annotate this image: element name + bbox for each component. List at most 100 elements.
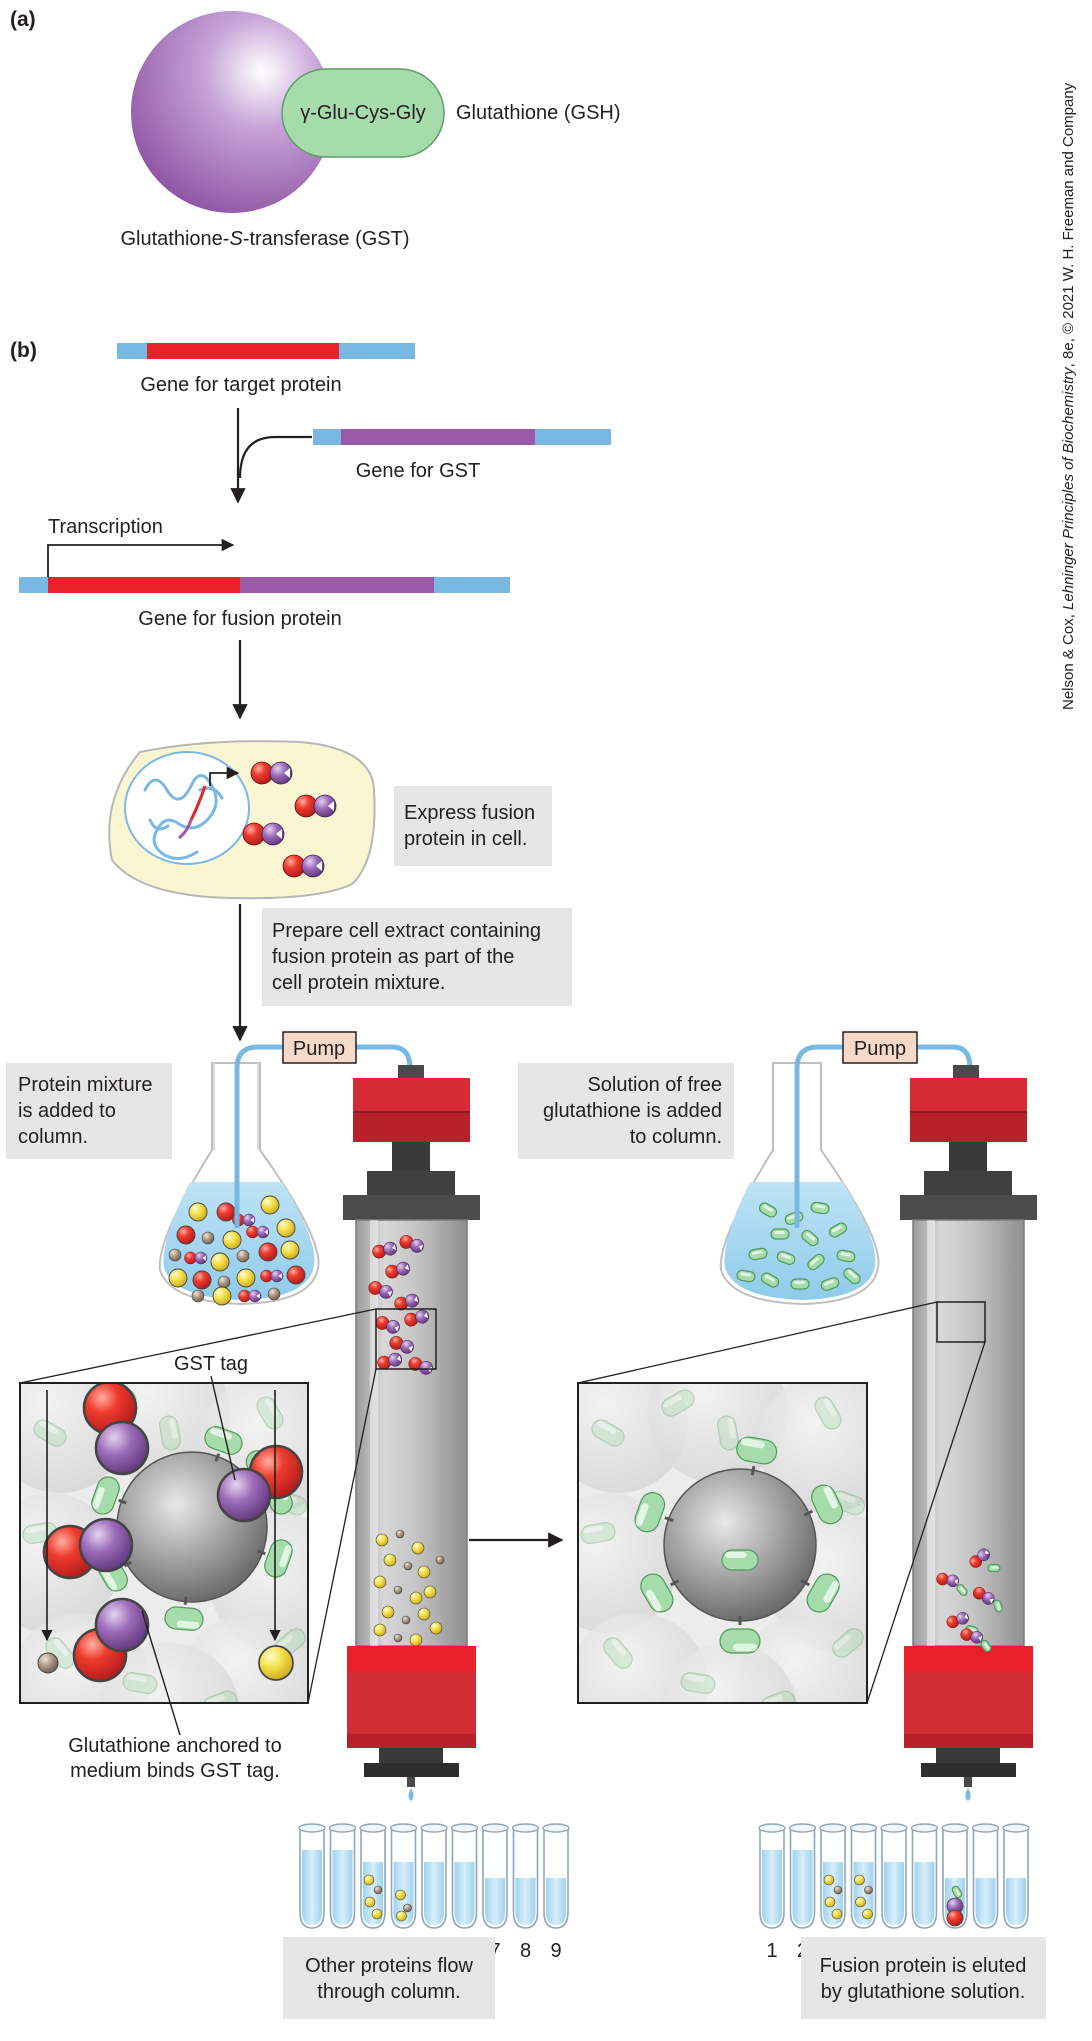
free-glutathione	[760, 1272, 780, 1288]
yellow-protein	[373, 1623, 387, 1637]
yellow-protein	[854, 1874, 865, 1886]
eluting-fusion-protein	[936, 1572, 960, 1588]
cell-illustration	[108, 740, 376, 900]
eluting-fusion-protein	[969, 1548, 991, 1568]
yellow-protein	[168, 1268, 188, 1288]
tan-protein	[267, 1287, 281, 1301]
right-pump-box	[842, 1031, 918, 1064]
tube-number-label: 8	[520, 1940, 531, 1962]
bound-fusion-protein	[404, 1309, 430, 1327]
gst-domain	[78, 1517, 134, 1573]
yellow-protein	[222, 1230, 242, 1250]
anchored-glutathione	[91, 1476, 120, 1515]
background-glutathione	[680, 1672, 716, 1694]
background-glutathione	[832, 1628, 864, 1658]
tan-protein	[393, 1633, 403, 1643]
free-glutathione	[770, 1228, 790, 1240]
yellow-protein	[371, 1908, 383, 1920]
background-bead	[100, 1643, 240, 1703]
test-tube	[758, 1823, 786, 1929]
prepare-label-line1: Prepare cell extract containing	[272, 920, 541, 942]
test-tube	[1002, 1823, 1030, 1929]
background-glutathione	[580, 1522, 616, 1544]
yellow-protein	[276, 1218, 296, 1238]
tan-protein	[864, 1885, 873, 1895]
tan-protein	[833, 1885, 843, 1895]
transcription-label: Transcription	[48, 516, 163, 538]
yellow-protein	[363, 1874, 375, 1886]
transcription-start-arrow	[47, 538, 235, 583]
anchored-glutathione	[736, 1436, 778, 1465]
free-glutathione	[951, 1885, 963, 1899]
gst-name-label: Glutathione-S-transferase (GST)	[120, 228, 409, 250]
bound-fusion-protein	[385, 1261, 411, 1279]
bound-fusion-protein	[399, 1235, 424, 1253]
free-glutathione	[807, 1253, 825, 1271]
yellow-protein	[823, 1874, 835, 1886]
merge-curve	[238, 435, 312, 479]
red-protein	[176, 1225, 196, 1245]
cell-fusion-proteins	[242, 761, 337, 878]
tan-protein	[403, 1561, 413, 1571]
flow-label-line2: through column.	[317, 1981, 460, 2003]
left-zoom-inset	[19, 1382, 309, 1704]
yellow-protein	[395, 1889, 406, 1901]
red-protein	[192, 1270, 212, 1290]
resin-bead	[663, 1468, 817, 1622]
background-bead	[658, 1643, 798, 1703]
right-zoom-window	[936, 1301, 986, 1343]
yellow-protein	[373, 1575, 387, 1589]
yellow-protein	[423, 1585, 437, 1599]
eluted-label-line2: by glutathione solution.	[821, 1981, 1026, 2003]
eluted-label-box	[801, 1937, 1046, 2019]
right-pump-label: Pump	[854, 1038, 906, 1060]
fusion-protein	[238, 1289, 262, 1303]
tan-protein	[168, 1248, 182, 1262]
background-glutathione	[33, 1419, 67, 1447]
tan-protein	[236, 1249, 250, 1263]
right-fraction-tubes: 123456789	[758, 1823, 1030, 1962]
yellow-protein	[417, 1607, 431, 1621]
linker	[118, 1498, 127, 1505]
yellow-protein	[831, 1908, 843, 1920]
bound-fusion-protein	[389, 1336, 414, 1354]
nucleus	[124, 751, 250, 865]
linker	[214, 1453, 221, 1462]
left-zoom-line-top	[19, 1308, 377, 1384]
mixture-label-line3: column.	[18, 1126, 88, 1148]
fusion-red-domain	[946, 1909, 964, 1927]
test-tube	[450, 1823, 479, 1929]
solution-label-line3: to column.	[630, 1126, 722, 1148]
yellow-protein	[236, 1268, 256, 1288]
eluting-fusion-protein	[960, 1628, 984, 1644]
background-glutathione	[122, 1672, 158, 1694]
yellow-protein	[188, 1202, 208, 1222]
free-glutathione	[736, 1269, 756, 1283]
dna-strands	[143, 774, 224, 860]
yellow-protein	[862, 1908, 873, 1920]
gst-domain	[94, 1597, 150, 1653]
yellow-protein	[383, 1553, 397, 1567]
bound-free-glutathione	[993, 1599, 1003, 1613]
test-tube	[788, 1823, 817, 1929]
yellow-protein	[429, 1621, 443, 1635]
background-glutathione	[159, 1415, 181, 1451]
prepare-label-box	[262, 908, 572, 1006]
test-tube	[880, 1823, 908, 1929]
linker	[669, 1579, 680, 1587]
yellow-protein	[409, 1591, 423, 1605]
free-glutathione	[836, 1249, 856, 1263]
bound-fusion-protein	[394, 1293, 420, 1311]
anchored-glutathione	[640, 1573, 674, 1613]
free-glutathione	[758, 1202, 778, 1218]
free-glutathione	[828, 1222, 848, 1238]
tan-protein	[373, 1885, 383, 1895]
fusion-protein	[246, 1225, 270, 1239]
yellow-protein	[855, 1896, 866, 1908]
mixture-label-box	[6, 1063, 172, 1159]
test-tube	[481, 1823, 509, 1929]
bound-fusion-protein	[375, 1316, 400, 1334]
yellow-protein	[210, 1252, 230, 1272]
right-zoom-line-bottom	[866, 1341, 986, 1704]
red-protein	[258, 1242, 278, 1262]
